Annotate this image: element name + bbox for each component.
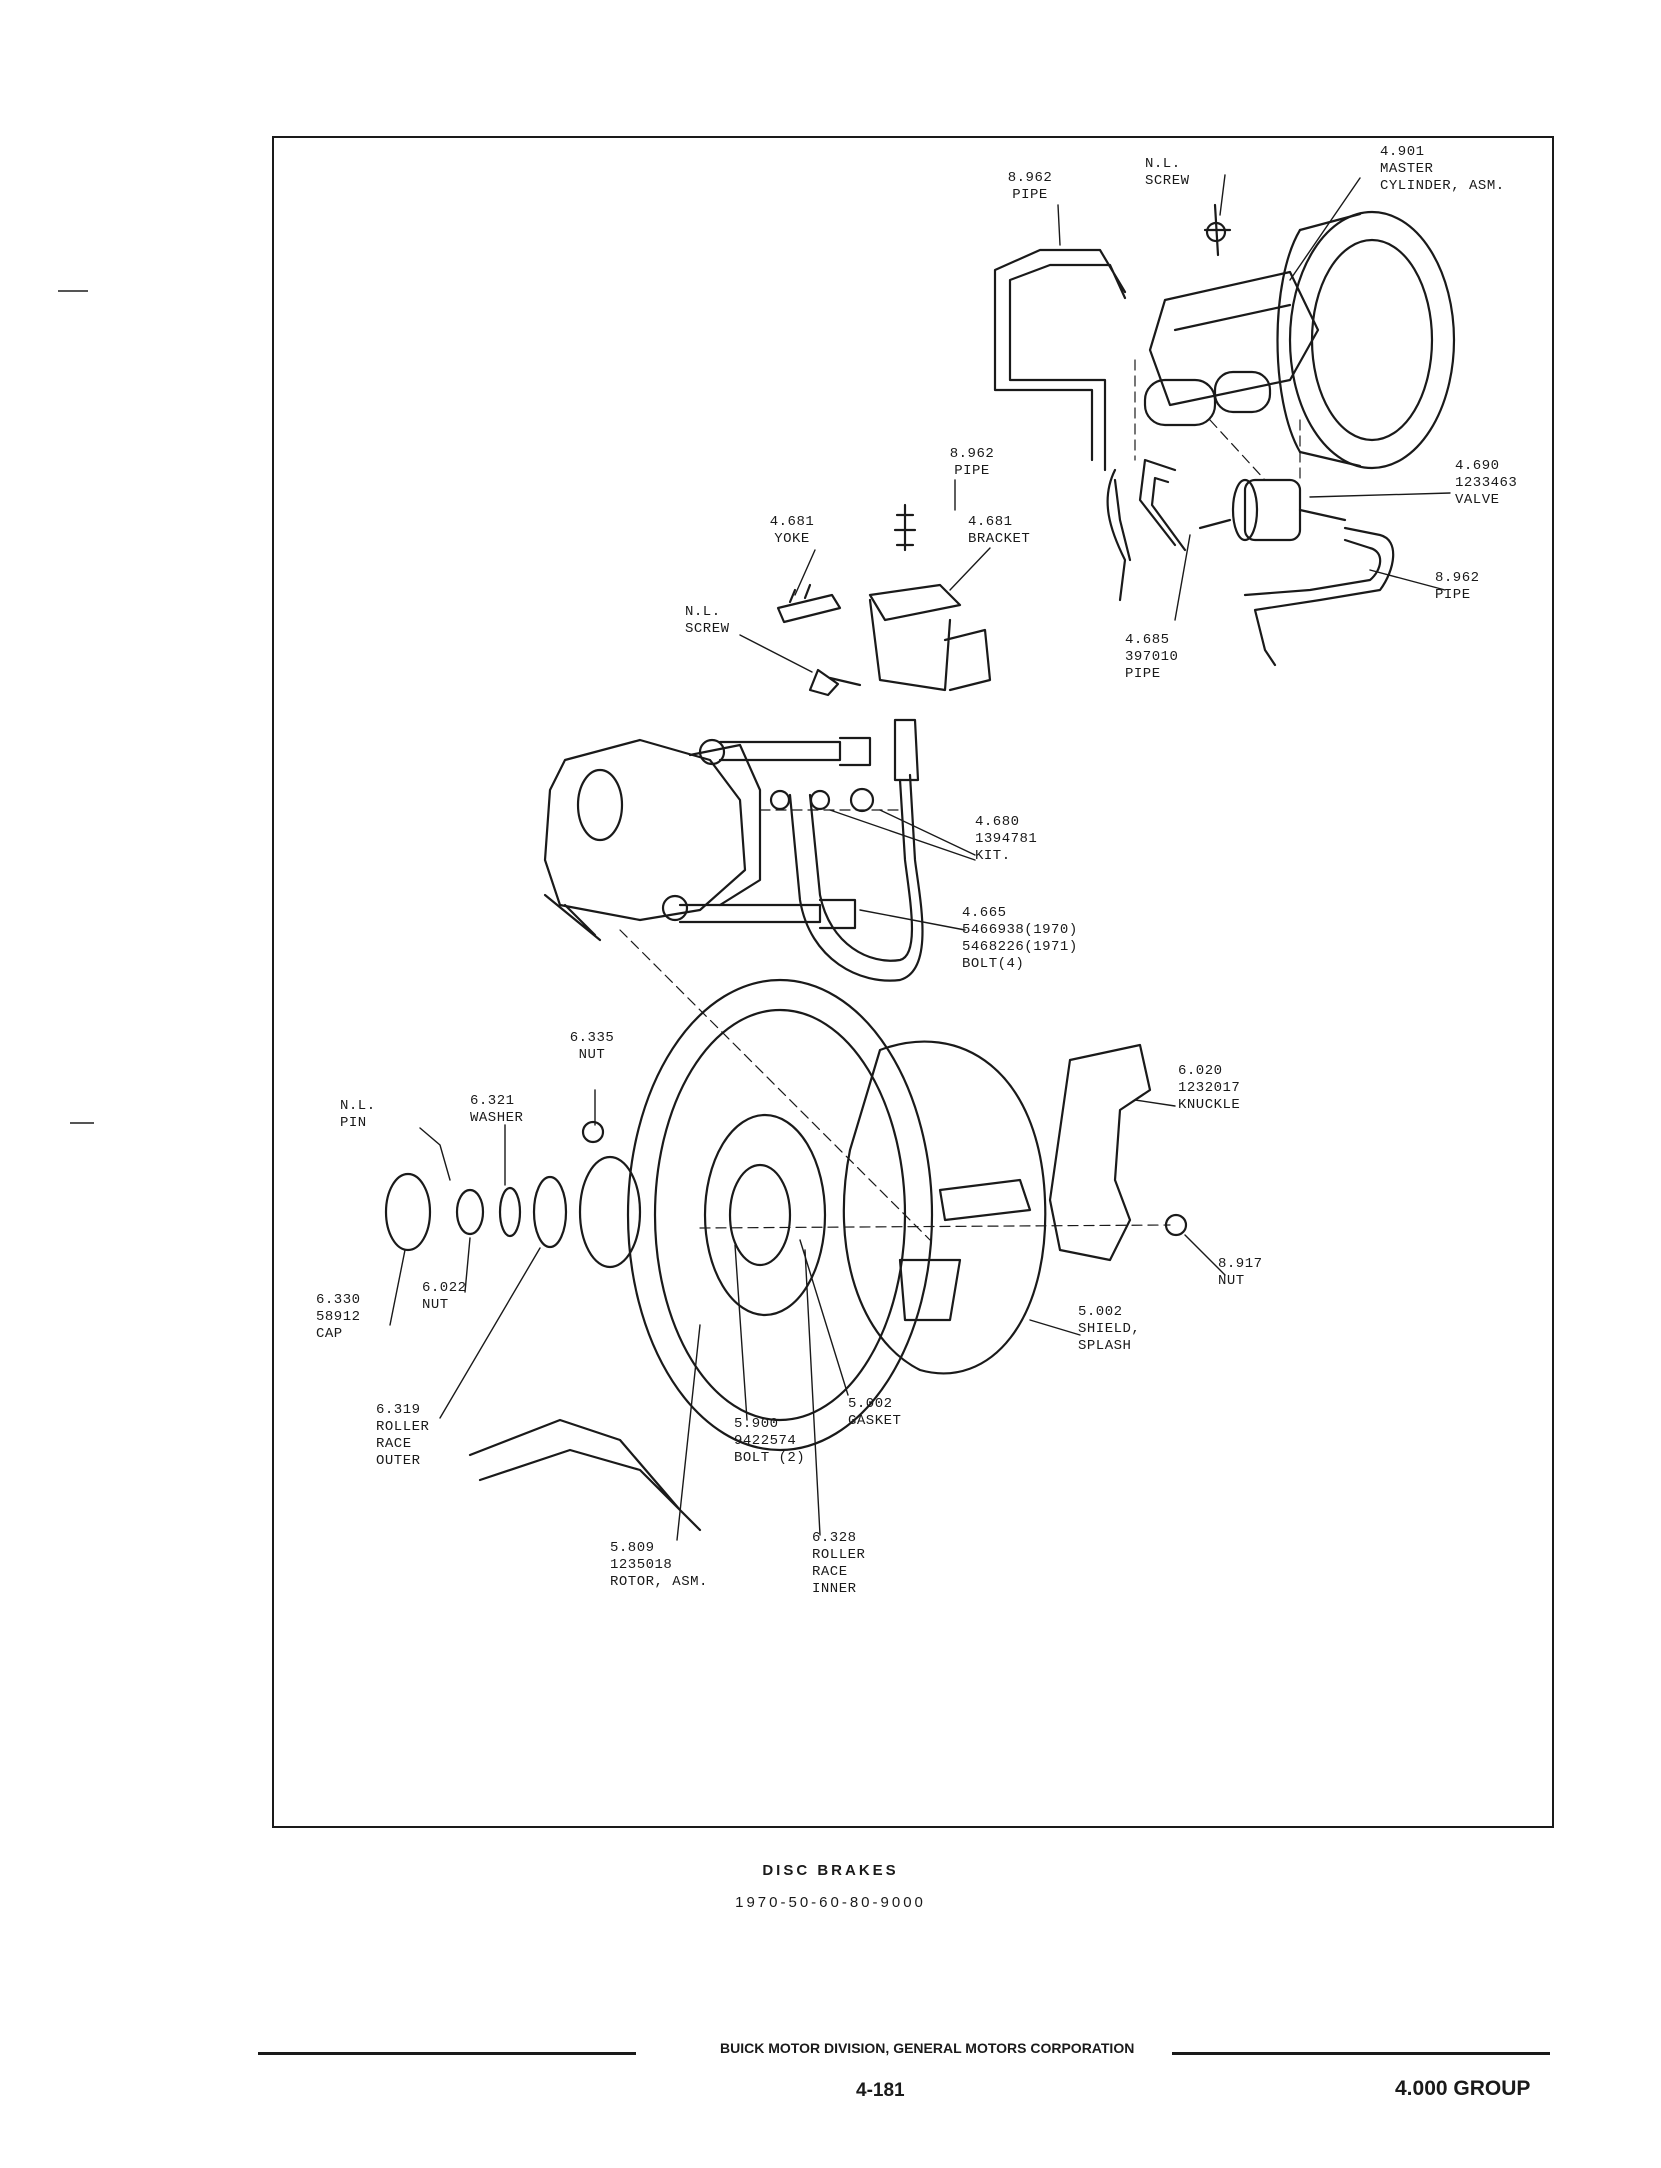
hub-drawing bbox=[578, 1155, 642, 1269]
bracket-drawing bbox=[868, 583, 992, 692]
assembly-lines bbox=[619, 359, 1301, 1241]
footer-company: BUICK MOTOR DIVISION, GENERAL MOTORS COR… bbox=[720, 2040, 1135, 2056]
hose-washer bbox=[809, 789, 831, 811]
washer-drawing bbox=[498, 1186, 522, 1238]
splash-shield-drawing bbox=[842, 1040, 1047, 1375]
master-cylinder-drawing bbox=[1143, 203, 1320, 427]
label-nut-6335: 6.335 NUT bbox=[569, 1030, 615, 1063]
caliper-drawing bbox=[543, 738, 762, 942]
label-gasket: 5.002 GASKET bbox=[848, 1396, 902, 1429]
label-race-inner: 6.328 ROLLER RACE INNER bbox=[812, 1530, 866, 1597]
label-pipe-mid: 8.962 PIPE bbox=[949, 446, 995, 479]
label-kit: 4.680 1394781 KIT. bbox=[975, 814, 1038, 864]
label-pipe-4685: 4.685 397010 PIPE bbox=[1125, 632, 1179, 682]
label-pipe-right: 8.962 PIPE bbox=[1435, 570, 1480, 603]
label-race-outer: 6.319 ROLLER RACE OUTER bbox=[376, 1402, 430, 1469]
lug-nut-drawing bbox=[581, 1120, 605, 1144]
spindle-drawing bbox=[468, 1418, 702, 1532]
power-booster-drawing bbox=[1276, 210, 1456, 470]
label-rotor: 5.809 1235018 ROTOR, ASM. bbox=[610, 1540, 708, 1590]
label-master-cylinder: 4.901 MASTER CYLINDER, ASM. bbox=[1380, 144, 1505, 194]
label-bracket: 4.681 BRACKET bbox=[968, 514, 1031, 547]
label-screw-top: N.L. SCREW bbox=[1145, 156, 1190, 189]
caliper-bolt-top bbox=[718, 736, 872, 767]
label-nut-8917: 8.917 NUT bbox=[1218, 1256, 1263, 1289]
pipe-lower-drawing bbox=[1106, 458, 1187, 602]
footer-group: 4.000 GROUP bbox=[1395, 2077, 1531, 2100]
footer-page-number: 4-181 bbox=[856, 2080, 905, 2101]
cap-drawing bbox=[384, 1172, 432, 1252]
label-knuckle: 6.020 1232017 KNUCKLE bbox=[1178, 1063, 1241, 1113]
pipe-fitting-drawing bbox=[893, 503, 917, 552]
label-washer: 6.321 WASHER bbox=[470, 1093, 524, 1126]
label-pipe-top: 8.962 PIPE bbox=[1007, 170, 1053, 203]
hose-fitting-drawing bbox=[893, 718, 920, 782]
caption-title: DISC BRAKES bbox=[762, 1862, 899, 1879]
rotor-drawing bbox=[626, 978, 934, 1452]
outer-race-drawing bbox=[532, 1175, 568, 1249]
screw-mid-drawing bbox=[808, 668, 862, 697]
footer-rule-left bbox=[258, 2052, 636, 2055]
knuckle-drawing bbox=[938, 1043, 1152, 1262]
label-valve: 4.690 1233463 VALVE bbox=[1455, 458, 1518, 508]
leader-lines bbox=[389, 174, 1451, 1541]
hose-bolt bbox=[849, 787, 875, 813]
footer-rule-right bbox=[1172, 2052, 1550, 2055]
margin-mark bbox=[70, 1122, 94, 1124]
yoke-drawing bbox=[776, 583, 842, 624]
proportioning-valve-drawing bbox=[1198, 478, 1395, 667]
label-screw-mid: N.L. SCREW bbox=[685, 604, 730, 637]
nut-drawing bbox=[455, 1188, 485, 1236]
label-cap: 6.330 58912 CAP bbox=[316, 1292, 361, 1342]
label-bolt-4665: 4.665 5466938(1970) 5468226(1971) BOLT(4… bbox=[962, 905, 1078, 972]
caliper-bolt-bottom bbox=[678, 898, 857, 930]
label-yoke: 4.681 YOKE bbox=[769, 514, 815, 547]
label-shield: 5.002 SHIELD, SPLASH bbox=[1078, 1304, 1141, 1354]
label-pin: N.L. PIN bbox=[340, 1098, 376, 1131]
margin-mark bbox=[58, 290, 88, 292]
brake-hose-drawing bbox=[788, 773, 924, 982]
label-nut-6022: 6.022 NUT bbox=[422, 1280, 467, 1313]
hose-washer bbox=[769, 789, 791, 811]
diagram-frame bbox=[272, 136, 1554, 1828]
label-bolt-5900: 5.900 9422574 BOLT (2) bbox=[734, 1416, 806, 1466]
pipe-top-drawing bbox=[993, 248, 1127, 472]
caption-code: 1970-50-60-80-9000 bbox=[735, 1894, 926, 1911]
